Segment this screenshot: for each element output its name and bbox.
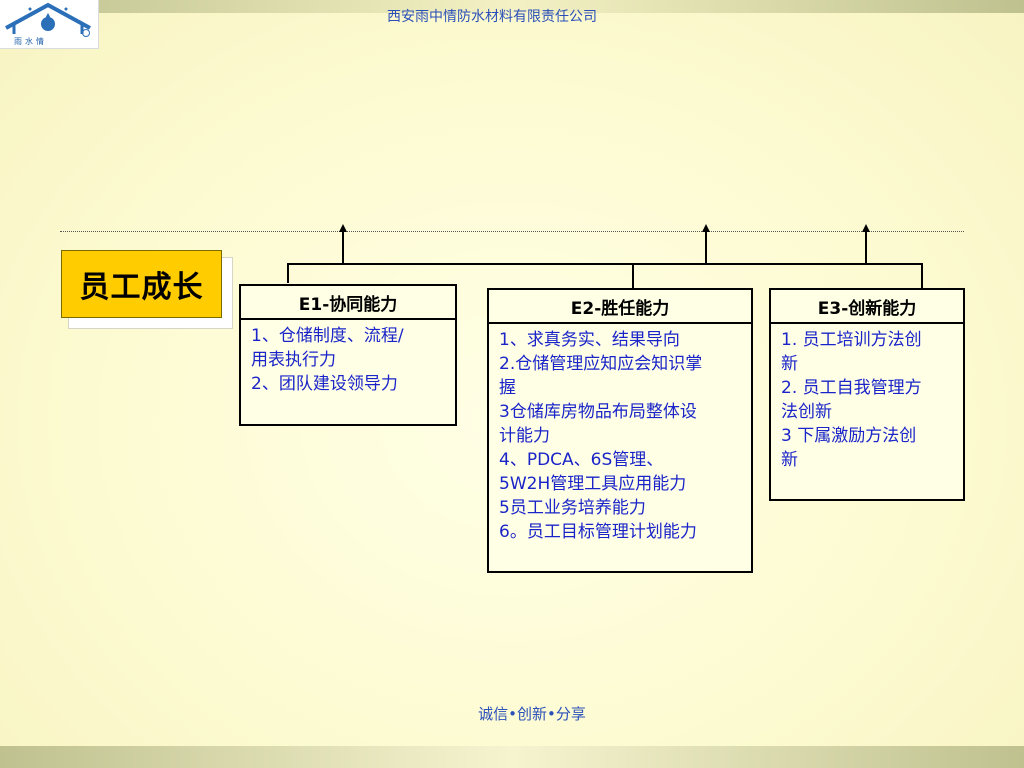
growth-label: 员工成长 xyxy=(61,250,222,318)
arrow-stem-3 xyxy=(865,230,867,264)
ability-box-e1: E1-协同能力 1、仓储制度、流程/ 用表执行力 2、团队建设领导力 xyxy=(239,284,457,426)
box-item: 5员工业务培养能力 xyxy=(499,498,646,518)
box-item: 握 xyxy=(499,378,516,398)
box-item: 3 下属激励方法创 xyxy=(781,426,917,446)
box-item: 3仓储库房物品布局整体设 xyxy=(499,402,697,422)
box-item: 4、PDCA、6S管理、 xyxy=(499,450,664,470)
connector-drop-e1 xyxy=(287,263,289,283)
box-item: 1. 员工培训方法创 xyxy=(781,330,922,350)
box-item: 2、团队建设领导力 xyxy=(251,374,398,394)
arrow-up-icon xyxy=(862,224,870,232)
box-item: 2. 员工自我管理方 xyxy=(781,378,922,398)
house-logo-icon xyxy=(5,2,91,37)
box-item: 用表执行力 xyxy=(251,350,336,370)
box-item: 2.仓储管理应知应会知识掌 xyxy=(499,354,703,374)
box-item: 6。员工目标管理计划能力 xyxy=(499,522,697,542)
ability-box-e2: E2-胜任能力 1、求真务实、结果导向 2.仓储管理应知应会知识掌 握 3仓储库… xyxy=(487,288,753,573)
arrow-stem-1 xyxy=(342,230,344,264)
box-item: 5W2H管理工具应用能力 xyxy=(499,474,687,494)
footer-motto: 诚信•创新•分享 xyxy=(478,705,586,723)
bottom-decor-band xyxy=(0,746,1024,768)
top-decor-band xyxy=(0,0,1024,13)
logo-name-text: 雨水情 xyxy=(14,37,47,46)
box-item: 新 xyxy=(781,450,798,470)
box-title: E1-协同能力 xyxy=(241,286,455,320)
company-logo: 雨水情 xyxy=(0,0,99,49)
arrow-up-icon xyxy=(702,224,710,232)
box-item: 1、仓储制度、流程/ xyxy=(251,326,404,346)
box-item: 1、求真务实、结果导向 xyxy=(499,330,680,350)
arrow-up-icon xyxy=(339,224,347,232)
connector-drop-e2 xyxy=(632,263,634,288)
arrow-stem-2 xyxy=(705,230,707,264)
company-name: 西安雨中情防水材料有限责任公司 xyxy=(387,9,597,25)
box-item: 新 xyxy=(781,354,798,374)
box-title: E3-创新能力 xyxy=(771,290,963,324)
dotted-divider xyxy=(60,231,964,232)
ability-box-e3: E3-创新能力 1. 员工培训方法创 新 2. 员工自我管理方 法创新 3 下属… xyxy=(769,288,965,501)
box-title: E2-胜任能力 xyxy=(489,290,751,324)
box-item: 计能力 xyxy=(499,426,550,446)
connector-horizontal xyxy=(287,263,923,265)
connector-drop-e3 xyxy=(921,263,923,288)
box-item: 法创新 xyxy=(781,402,832,422)
